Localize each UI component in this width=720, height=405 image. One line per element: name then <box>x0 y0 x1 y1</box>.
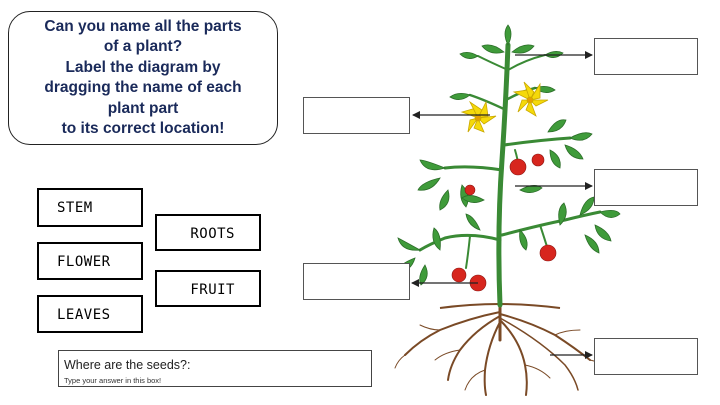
flower-right <box>512 81 549 117</box>
seeds-answer-input[interactable] <box>64 375 364 386</box>
flower-left <box>460 100 497 133</box>
fruits <box>451 153 557 292</box>
roots-card-label: ROOTS <box>190 226 235 242</box>
label-box-top-right[interactable] <box>594 38 698 75</box>
stem-card[interactable]: STEM <box>37 188 143 227</box>
label-box-lower-left[interactable] <box>303 263 410 300</box>
label-box-mid-right[interactable] <box>594 169 698 206</box>
fruit-card-label: FRUIT <box>190 282 235 298</box>
label-box-upper-left[interactable] <box>303 97 410 134</box>
label-box-bottom-right[interactable] <box>594 338 698 375</box>
instructions-text: Can you name all the parts of a plant? L… <box>44 17 242 138</box>
roots-card[interactable]: ROOTS <box>155 214 261 251</box>
flowers <box>460 81 549 133</box>
roots <box>394 298 609 396</box>
stem-card-label: STEM <box>57 200 93 216</box>
leaves-card[interactable]: LEAVES <box>37 295 143 333</box>
flower-card[interactable]: FLOWER <box>37 242 143 280</box>
stem <box>418 42 602 308</box>
label-arrows <box>411 51 593 359</box>
seeds-question: Where are the seeds?: <box>64 358 191 372</box>
fruit-card[interactable]: FRUIT <box>155 270 261 307</box>
seeds-answer-box: Where are the seeds?: <box>58 350 372 387</box>
leaves-card-label: LEAVES <box>57 307 111 323</box>
instructions-panel: Can you name all the parts of a plant? L… <box>8 11 278 145</box>
flower-card-label: FLOWER <box>57 254 111 270</box>
